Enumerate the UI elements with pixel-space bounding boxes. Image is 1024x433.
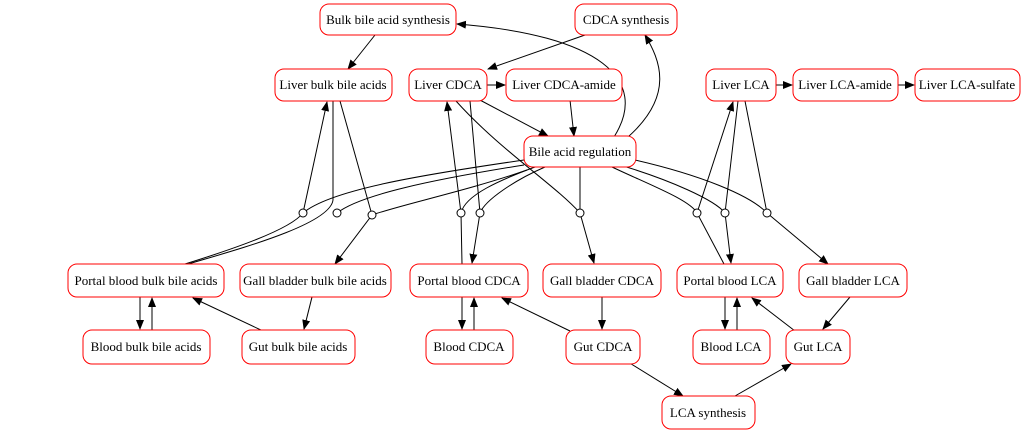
edge-liver-lca-to-portal-lca [724, 100, 739, 264]
junction-lca-out [720, 208, 730, 218]
node-liver-bulk-bile-acids[interactable]: Liver bulk bile acids [274, 68, 393, 102]
nodes: Bulk bile acid synthesis CDCA synthesis … [67, 3, 1021, 430]
edge-portal-bulk-to-liver-bulk [184, 101, 330, 265]
node-bile-acid-regulation[interactable]: Bile acid regulation [523, 135, 637, 168]
node-label: Gall bladder CDCA [550, 273, 655, 288]
node-label: Liver CDCA [414, 77, 482, 92]
node-gall-bladder-bulk-bile-acids[interactable]: Gall bladder bulk bile acids [239, 263, 392, 298]
node-liver-cdca-amide[interactable]: Liver CDCA-amide [505, 68, 623, 102]
node-label: Portal blood CDCA [417, 273, 521, 288]
node-label: Blood CDCA [433, 339, 505, 354]
node-label: Gall bladder LCA [806, 273, 900, 288]
edge-liver-lca-to-gb-lca [744, 100, 829, 265]
edge-portal-cdca-to-liver-cdca [444, 101, 463, 265]
node-label: Gut CDCA [574, 339, 633, 354]
edge-regulation-to-bulk-synthesis [456, 20, 626, 138]
node-gall-bladder-lca[interactable]: Gall bladder LCA [798, 263, 908, 298]
junction-bulk-out [332, 208, 342, 218]
node-blood-lca[interactable]: Blood LCA [692, 329, 771, 365]
edge-liver-cdca-to-portal-cdca [469, 100, 481, 264]
node-liver-lca-sulfate[interactable]: Liver LCA-sulfate [914, 68, 1021, 102]
edge-amide-to-regulation [569, 99, 577, 137]
junction-cdca-out [475, 208, 485, 218]
edge-gut-cdca-to-lca-synthesis [627, 361, 684, 397]
edge-gb-bulk-to-gut-bulk [302, 296, 313, 330]
node-label: Liver LCA [712, 77, 770, 92]
node-label: CDCA synthesis [583, 12, 669, 27]
junction-cdca-gb [575, 208, 585, 218]
node-label: Bulk bile acid synthesis [326, 12, 450, 27]
junction-bulk-return [298, 208, 308, 218]
node-blood-cdca[interactable]: Blood CDCA [425, 329, 514, 365]
node-label: LCA synthesis [670, 405, 746, 420]
edge-liver-bulk-to-gb-bulk [334, 100, 373, 265]
edge-gut-cdca-to-portal-cdca [501, 297, 571, 332]
node-label: Gut bulk bile acids [249, 339, 348, 354]
node-label: Blood LCA [700, 339, 762, 354]
edge-regulation-to-junction-lca-out [619, 164, 726, 214]
node-lca-synthesis[interactable]: LCA synthesis [661, 395, 756, 430]
junction-bulk-gb [367, 210, 377, 220]
edge-gut-bulk-to-portal-bulk [192, 297, 264, 332]
edge-portal-lca-to-liver-lca [696, 101, 735, 265]
node-cdca-synthesis[interactable]: CDCA synthesis [574, 3, 678, 36]
edge-gb-lca-to-gut-lca [822, 296, 851, 330]
edge-regulation-to-junction-bulk-out [336, 164, 525, 214]
edge-gut-lca-to-portal-lca [751, 297, 796, 332]
node-gut-bulk-bile-acids[interactable]: Gut bulk bile acids [241, 329, 356, 365]
edge-liver-cdca-to-regulation [477, 98, 549, 137]
node-label: Liver bulk bile acids [279, 77, 386, 92]
node-label: Blood bulk bile acids [91, 339, 202, 354]
node-liver-cdca[interactable]: Liver CDCA [408, 68, 488, 102]
node-label: Liver CDCA-amide [512, 77, 616, 92]
junction-lca-gb [762, 208, 772, 218]
node-bulk-bile-acid-synthesis[interactable]: Bulk bile acid synthesis [319, 3, 457, 36]
edge-regulation-to-junction-cdca-return [460, 166, 536, 214]
edge-regulation-to-cdca-synthesis [627, 34, 661, 138]
edge-regulation-to-junction-cdca-out [479, 166, 546, 214]
node-blood-bulk-bile-acids[interactable]: Blood bulk bile acids [82, 329, 211, 365]
node-label: Liver LCA-sulfate [919, 77, 1016, 92]
node-label: Portal blood bulk bile acids [75, 273, 218, 288]
node-label: Gut LCA [794, 339, 843, 354]
edge-regulation-to-junction-lca-return [611, 166, 698, 214]
node-gut-cdca[interactable]: Gut CDCA [565, 329, 641, 365]
junction-lca-return [692, 208, 702, 218]
edge-liver-cdca-to-gb-cdca [455, 100, 596, 264]
edge-regulation-to-junction-bulk-return [302, 159, 525, 214]
node-liver-lca[interactable]: Liver LCA [705, 68, 777, 102]
node-label: Bile acid regulation [529, 144, 632, 159]
node-label: Gall bladder bulk bile acids [243, 273, 387, 288]
edge-liver-bulk-to-portal-bulk [184, 101, 334, 266]
edge-lca-synthesis-to-gut-lca [734, 363, 792, 397]
edge-regulation-to-junction-bulk-gb [371, 169, 528, 216]
junctions [298, 208, 772, 220]
edge-regulation-to-junction-lca-gb [634, 159, 768, 214]
junction-cdca-return [456, 208, 466, 218]
edge-cdca-synthesis-to-liver-cdca [487, 34, 586, 70]
edge-bulk-synthesis-to-liver-bulk [347, 34, 376, 70]
node-portal-blood-lca[interactable]: Portal blood LCA [676, 263, 784, 298]
node-portal-blood-bulk-bile-acids[interactable]: Portal blood bulk bile acids [67, 263, 225, 298]
node-gall-bladder-cdca[interactable]: Gall bladder CDCA [542, 263, 662, 298]
node-label: Liver LCA-amide [798, 77, 892, 92]
node-gut-lca[interactable]: Gut LCA [785, 329, 851, 365]
node-label: Portal blood LCA [683, 273, 777, 288]
node-portal-blood-cdca[interactable]: Portal blood CDCA [409, 263, 529, 298]
node-liver-lca-amide[interactable]: Liver LCA-amide [792, 68, 899, 102]
